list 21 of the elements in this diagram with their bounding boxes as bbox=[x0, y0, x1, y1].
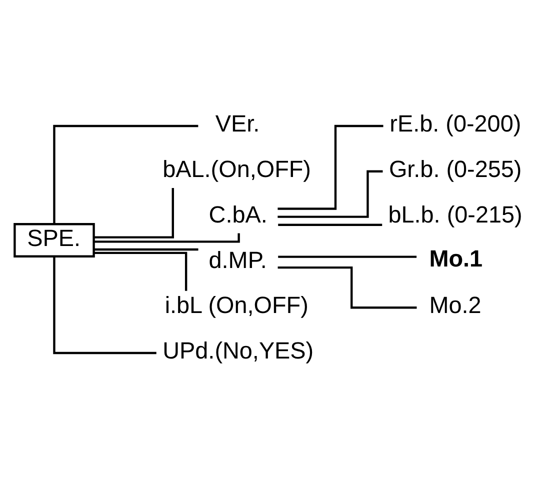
node-text: UPd.(No,YES) bbox=[162, 338, 314, 364]
node-text: Gr.b. (0-255) bbox=[388, 156, 522, 182]
node-text: d.MP. bbox=[208, 246, 267, 273]
connector bbox=[53, 256, 156, 354]
node-text: bL.b. (0-215) bbox=[388, 201, 522, 228]
connector bbox=[94, 188, 174, 238]
node-text: Mo.1 bbox=[429, 245, 483, 272]
node-text: rE.b. (0-200) bbox=[390, 110, 522, 137]
connector bbox=[278, 256, 417, 258]
connector bbox=[94, 252, 188, 291]
node-text: i.bL (On,OFF) bbox=[164, 292, 308, 318]
node-text: C.bA. bbox=[208, 201, 268, 228]
connector bbox=[278, 266, 417, 309]
connector bbox=[53, 124, 198, 224]
connector bbox=[278, 124, 384, 210]
node-text: Mo.2 bbox=[429, 292, 482, 318]
node-text: VEr. bbox=[215, 110, 260, 137]
node-text: bAL.(On,OFF) bbox=[162, 156, 312, 182]
connector bbox=[94, 248, 198, 251]
node-box: SPE. bbox=[14, 223, 95, 258]
connector bbox=[278, 224, 382, 226]
